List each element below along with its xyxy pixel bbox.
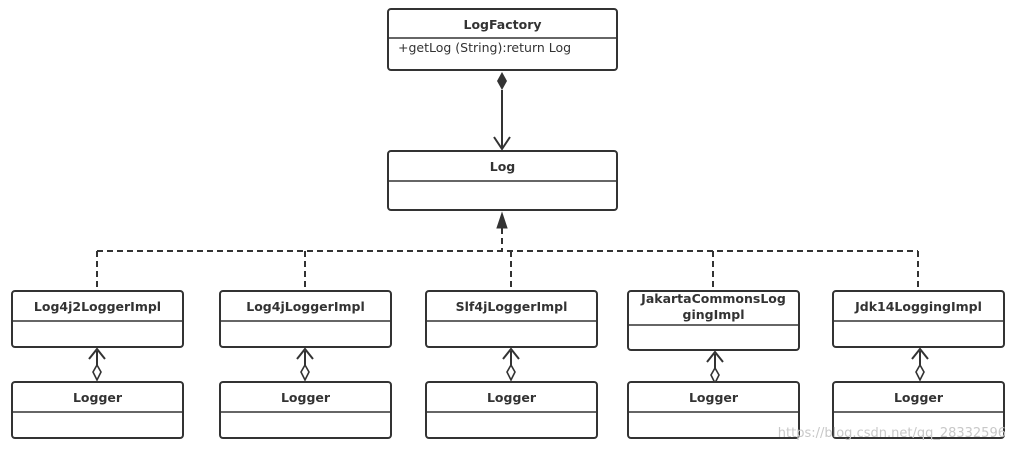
logger-box [425, 381, 598, 439]
impl-box [832, 290, 1005, 348]
impl-box [11, 290, 184, 348]
aggregation-5 [911, 347, 929, 382]
aggregation-diamond [92, 363, 102, 382]
aggregation-arrowhead [296, 347, 314, 360]
aggregation-arrowhead [88, 347, 106, 360]
impl-name: Slf4jLoggerImpl [456, 299, 568, 314]
logger-box [11, 381, 184, 439]
impl-name-line-2: gingImpl [683, 307, 745, 322]
logger-name: Logger [487, 390, 537, 405]
aggregation-2 [296, 347, 314, 382]
logger-box [219, 381, 392, 439]
aggregation-diamond [710, 366, 720, 385]
log-class: Log [387, 150, 618, 211]
logger-box [832, 381, 1005, 439]
aggregation-1 [88, 347, 106, 382]
logfactory-name: LogFactory [463, 17, 541, 32]
composition-arrowhead [493, 136, 511, 151]
impl-class-3: Slf4jLoggerImpl [425, 290, 598, 348]
logger-class-5: Logger [832, 381, 1005, 439]
composition-diamond [497, 72, 507, 90]
log-name: Log [490, 159, 516, 174]
realization-triangle [496, 211, 508, 229]
impl-name: Log4j2LoggerImpl [34, 299, 161, 314]
impl-name: Jdk14LoggingImpl [854, 299, 982, 314]
logger-class-4: Logger [627, 381, 800, 439]
aggregation-arrowhead [502, 347, 520, 360]
logfactory-box [387, 8, 618, 71]
impl-class-2: Log4jLoggerImpl [219, 290, 392, 348]
aggregation-arrowhead [911, 347, 929, 360]
impl-class-4: JakartaCommonsLog gingImpl [627, 290, 800, 351]
aggregation-diamond [506, 363, 516, 382]
logfactory-class: LogFactory +getLog (String):return Log [387, 8, 618, 71]
logger-class-3: Logger [425, 381, 598, 439]
impl-class-5: Jdk14LoggingImpl [832, 290, 1005, 348]
impl-box [425, 290, 598, 348]
aggregation-3 [502, 347, 520, 382]
logger-name: Logger [689, 390, 739, 405]
impl-name-line-1: JakartaCommonsLog [640, 291, 786, 306]
impl-name: Log4jLoggerImpl [246, 299, 364, 314]
realization-lines [96, 211, 919, 290]
logger-name: Logger [73, 390, 123, 405]
impl-class-1: Log4j2LoggerImpl [11, 290, 184, 348]
composition-arrow [493, 72, 511, 151]
impl-box [627, 290, 800, 351]
logger-class-1: Logger [11, 381, 184, 439]
logger-name: Logger [894, 390, 944, 405]
logfactory-method: +getLog (String):return Log [398, 40, 571, 55]
aggregation-4 [706, 350, 724, 385]
aggregation-diamond [915, 363, 925, 382]
aggregation-arrowhead [706, 350, 724, 363]
watermark-text: https://blog.csdn.net/qq_28332596 [778, 426, 1006, 441]
impl-box [219, 290, 392, 348]
logger-name: Logger [281, 390, 331, 405]
logger-class-2: Logger [219, 381, 392, 439]
logger-box [627, 381, 800, 439]
aggregation-diamond [300, 363, 310, 382]
